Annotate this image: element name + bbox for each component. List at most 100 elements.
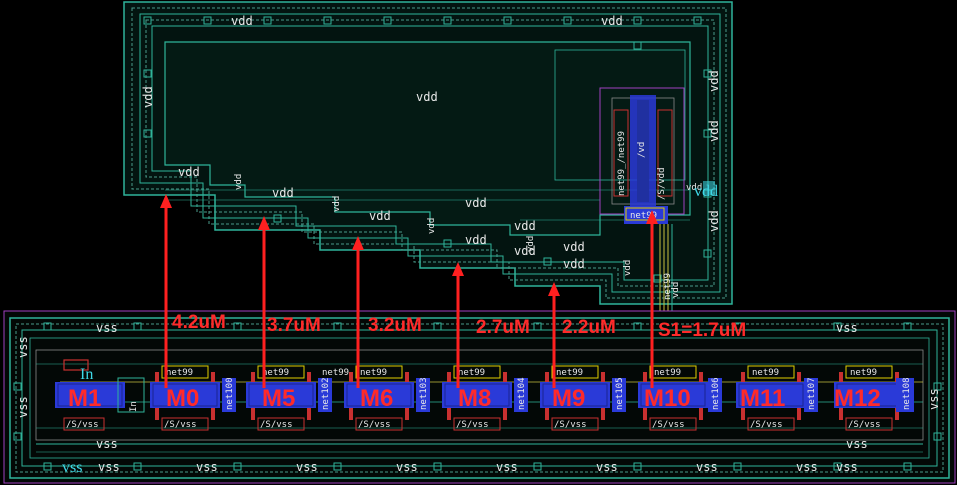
device-m9 [540, 365, 626, 431]
device-m1 [55, 359, 145, 431]
net99-labels: net99 net99 net99 net99 net99 net99 net9… [166, 368, 877, 378]
in-pin-vertical-label: In [129, 401, 139, 412]
vdd-label-tiny-4: vdd [526, 236, 536, 252]
dimension-label-m10: S1=1.7uM [658, 320, 746, 341]
s-vss-m12: /S/vss [848, 420, 881, 430]
net99-vertical-label: net99_/net99 [617, 131, 627, 196]
net99-m5-b: net99 [322, 368, 349, 378]
vdd-label-step-3: vdd [369, 209, 391, 223]
s-vss-m9: /S/vss [554, 420, 587, 430]
vss-label-bottom-8: vss [796, 460, 818, 474]
vss-label-left-1: vss [16, 336, 30, 358]
vdd-label-left-vertical: vdd [141, 86, 155, 108]
net103-label: net103 [419, 377, 429, 410]
device-label-m12: M12 [834, 385, 881, 412]
vss-label-bottom-6: vss [596, 460, 618, 474]
vdd-labels: vdd vdd vdd vdd vdd vdd vdd vdd vdd vdd … [141, 14, 721, 300]
net99-m11: net99 [752, 368, 779, 378]
net107-label: net107 [807, 377, 817, 410]
device-label-m11: M11 [740, 385, 785, 412]
net100-label: net100 [225, 377, 235, 410]
vdd-label-tiny-5: vdd [623, 260, 633, 276]
device-label-m5: M5 [262, 385, 295, 412]
device-m8 [442, 365, 528, 431]
vdd-label-tiny-3: vdd [427, 218, 437, 234]
net99-m5-a: net99 [262, 368, 289, 378]
device-label-m8: M8 [458, 385, 491, 412]
net99-m0: net99 [166, 368, 193, 378]
vdd-label-tiny-2: vdd [332, 196, 342, 212]
device-label-m6: M6 [360, 385, 393, 412]
vdd-label-right-vertical-3: vdd [707, 210, 721, 232]
device-m10 [638, 365, 722, 431]
s-vss-m1: /S/vss [66, 420, 99, 430]
vdd-label-step-7: vdd [514, 244, 536, 258]
device-m5 [246, 365, 332, 431]
in-pin-label: In [80, 366, 93, 383]
vss-label-bottom-5: vss [496, 460, 518, 474]
internal-net-labels: net100 net102 net103 net104 net105 net10… [225, 377, 912, 410]
net106-label: net106 [711, 377, 721, 410]
vss-label-right: vss [927, 388, 941, 410]
net99-device [599, 87, 715, 330]
net102-label: net102 [321, 377, 331, 410]
s-vss-m0: /S/vss [164, 420, 197, 430]
vdd-contacts [143, 16, 712, 283]
device-label-m1: M1 [68, 385, 101, 412]
input-pin: In In [80, 366, 139, 412]
net99-m10: net99 [654, 368, 681, 378]
net99-m12: net99 [850, 368, 877, 378]
device-m11 [736, 365, 818, 431]
device-label-m10: M10 [644, 385, 691, 412]
device-labels: M1 M0 M5 M6 M8 M9 M10 M11 M12 [68, 385, 881, 412]
s-vss-m5: /S/vss [260, 420, 293, 430]
net108-label: net108 [902, 377, 912, 410]
vdd-label-pin-small: vdd [686, 183, 702, 193]
vdd-label-top-right: vdd [601, 14, 623, 28]
net99-wire-label: net99 [663, 273, 673, 300]
device-m6 [344, 365, 430, 431]
vss-labels: vss vss vss vss vss vss vss vss vss vss … [16, 321, 941, 476]
s-vdd-vertical-label: /S/vdd [657, 167, 667, 200]
net104-label: net104 [517, 377, 527, 410]
transistor-row [55, 359, 914, 431]
vss-label-bottom-1: vss [98, 460, 120, 474]
s-vss-labels: /S/vss /S/vss /S/vss /S/vss /S/vss /S/vs… [66, 420, 881, 430]
vdd-label-right-vertical-2: vdd [707, 120, 721, 142]
dimension-label-m8: 2.7uM [476, 317, 530, 338]
vdd-label-right-vertical-1: vdd [707, 70, 721, 92]
vdd-label-step-5: vdd [465, 233, 487, 247]
s-vss-m6: /S/vss [358, 420, 391, 430]
vss-label-left-2: vss [16, 396, 30, 418]
net99-m9: net99 [556, 368, 583, 378]
vdd-label-step-1: vdd [178, 165, 200, 179]
vss-label-top-1: vss [96, 321, 118, 335]
vss-label-rail-2: vss [846, 437, 868, 451]
device-label-m0: M0 [166, 385, 199, 412]
vdd-label-step-4: vdd [465, 196, 487, 210]
net99-m6: net99 [360, 368, 387, 378]
device-m0 [150, 365, 236, 431]
vss-label-bottom-4: vss [396, 460, 418, 474]
net105-label: net105 [615, 377, 625, 410]
dimension-arrows [160, 194, 658, 388]
s-vss-m10: /S/vss [652, 420, 685, 430]
s-vss-m11: /S/vss [750, 420, 783, 430]
vdd-label-top-left: vdd [231, 14, 253, 28]
s-vss-m8: /S/vss [456, 420, 489, 430]
vdd-label-step-8: vdd [563, 240, 585, 254]
vss-label-rail-1: vss [96, 437, 118, 451]
dimension-label-m6: 3.2uM [368, 315, 422, 336]
vss-label-bottom-3: vss [296, 460, 318, 474]
vdd-label-center: vdd [416, 90, 438, 104]
vdd-label-step-6: vdd [514, 219, 536, 233]
net99-m8: net99 [458, 368, 485, 378]
vss-pin-label: vss [62, 459, 82, 476]
vdd-region [123, 1, 733, 305]
vss-label-top-2: vss [836, 321, 858, 335]
vdd-label-tiny-1: vdd [234, 174, 244, 190]
vss-label-bottom-9: vss [836, 460, 858, 474]
dimension-label-m5: 3.7uM [267, 315, 321, 336]
net99-device-label: net99 [630, 211, 657, 221]
